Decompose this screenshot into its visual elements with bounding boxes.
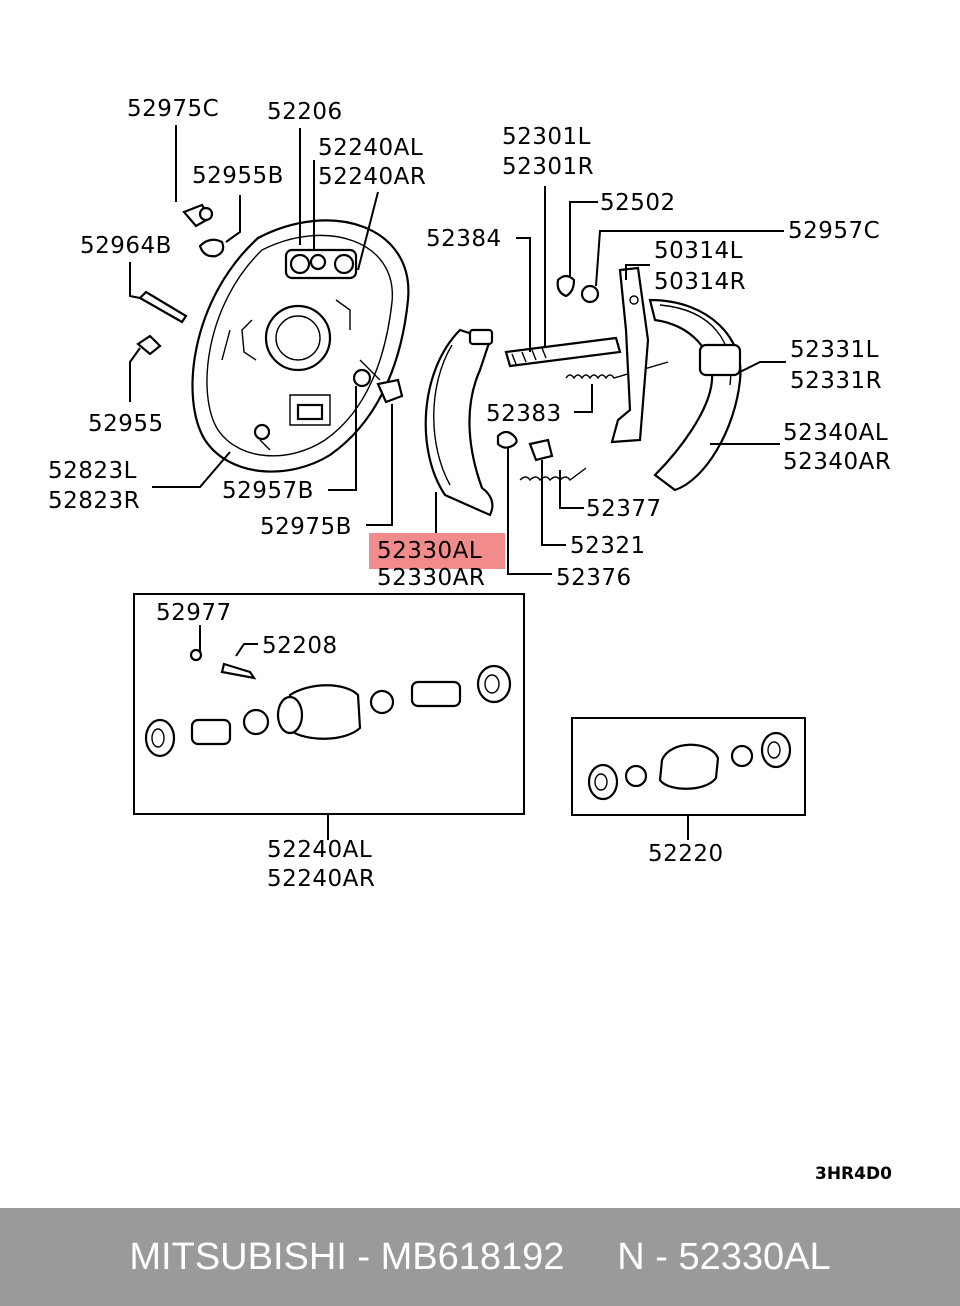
label-52206: 52206: [267, 99, 343, 125]
label-52502: 52502: [600, 190, 676, 216]
part-labels: 52975C 52206 52240AL 52240AR 52955B 5296…: [48, 96, 892, 1184]
footer-bar: MITSUBISHI - MB618192 N - 52330AL: [0, 1208, 960, 1306]
cup-52321: [528, 438, 554, 462]
label-52331L: 52331L: [790, 337, 879, 363]
spring-52376: [496, 430, 518, 449]
label-52955B: 52955B: [192, 163, 284, 189]
wheel-cylinder-parts: [144, 648, 512, 758]
bolt-52964B: [138, 290, 188, 324]
label-52957B: 52957B: [222, 478, 314, 504]
label-52240AR-top: 52240AR: [318, 164, 426, 190]
clip-52502: [556, 274, 576, 298]
repair-kit-box: [571, 717, 806, 816]
label-52321: 52321: [570, 533, 646, 559]
label-52301L: 52301L: [502, 124, 591, 150]
strut-52384: [504, 336, 622, 368]
spring-52377: [519, 467, 587, 482]
label-52383: 52383: [486, 401, 562, 427]
brake-shoe-front: [424, 328, 494, 517]
label-52957C: 52957C: [788, 218, 880, 244]
lever-50314: [610, 266, 650, 444]
nut-52955: [136, 334, 162, 356]
label-52208: 52208: [262, 633, 338, 659]
clip-52955B: [198, 238, 225, 258]
label-52340AR: 52340AR: [783, 449, 891, 475]
highlight-52330AL: [369, 533, 505, 569]
washer-52957C: [580, 284, 600, 304]
repair-kit-parts: [587, 731, 792, 801]
leader-lines: [129, 125, 786, 840]
label-52975C: 52975C: [127, 96, 219, 122]
wheel-cylinder-box: [133, 593, 525, 815]
label-52240AL-top: 52240AL: [318, 135, 423, 161]
footer-text: MITSUBISHI - MB618192 N - 52330AL: [129, 1235, 831, 1278]
label-52977: 52977: [156, 600, 232, 626]
label-52823R: 52823R: [48, 488, 140, 514]
label-52376: 52376: [556, 565, 632, 591]
label-52220: 52220: [648, 841, 724, 867]
label-52823L: 52823L: [48, 458, 137, 484]
label-52330AL: 52330AL: [377, 538, 482, 564]
label-50314R: 50314R: [654, 269, 746, 295]
label-52377: 52377: [586, 496, 662, 522]
label-52240AL-bottom: 52240AL: [267, 837, 372, 863]
parts-diagram: 52975C 52206 52240AL 52240AR 52955B 5296…: [48, 96, 892, 1184]
diagram-code: 3HR4D0: [815, 1164, 892, 1184]
label-52340AL: 52340AL: [783, 420, 888, 446]
label-52240AR-bottom: 52240AR: [267, 866, 375, 892]
label-52301R: 52301R: [502, 154, 594, 180]
label-52975B: 52975B: [260, 514, 352, 540]
label-52964B: 52964B: [80, 233, 172, 259]
label-52331R: 52331R: [790, 368, 882, 394]
label-50314L: 50314L: [654, 238, 743, 264]
washer-52957B: [352, 368, 372, 388]
label-52384: 52384: [426, 226, 502, 252]
spring-52383: [565, 361, 669, 380]
brake-shoe-rear: [648, 298, 742, 492]
label-52330AR: 52330AR: [377, 565, 485, 591]
bolt-52975C: [182, 203, 214, 228]
label-52955: 52955: [88, 411, 164, 437]
backing-plate: [191, 219, 410, 473]
bolt-52975B: [376, 378, 404, 404]
